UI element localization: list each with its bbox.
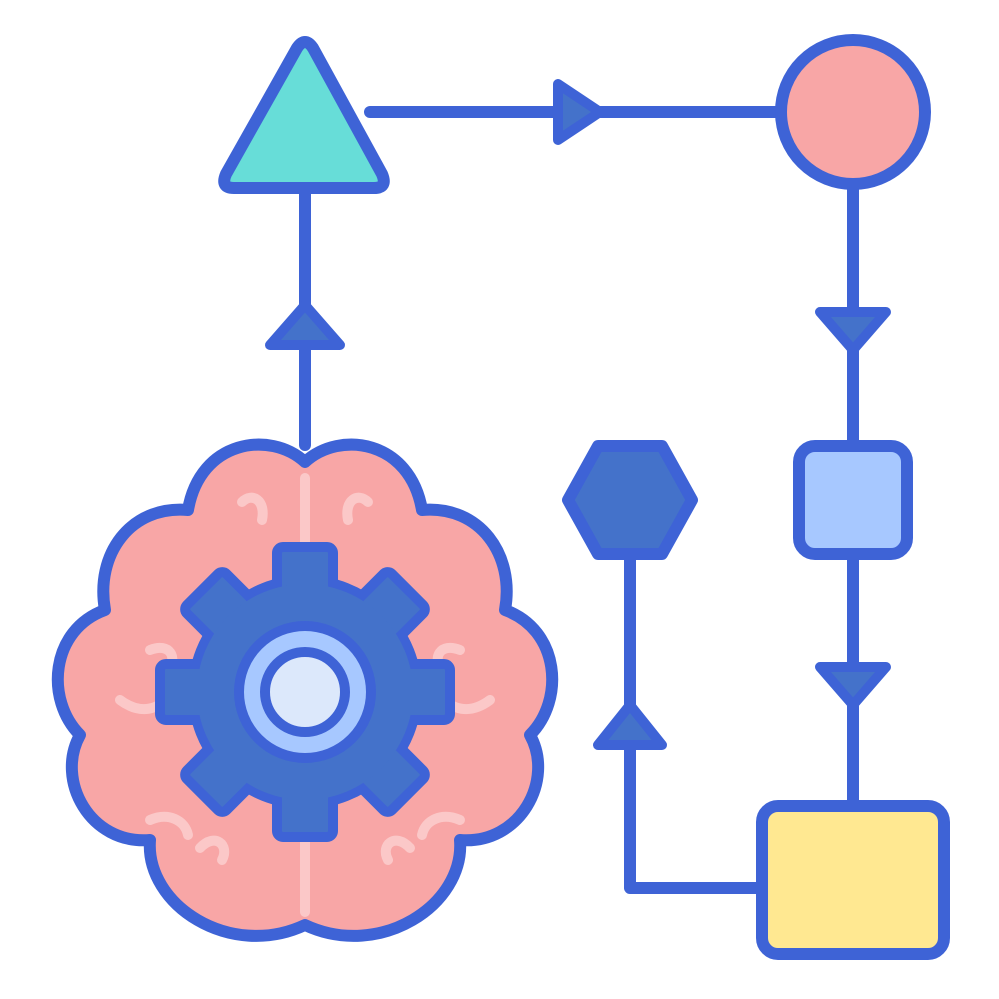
arrow-up-icon [593,700,667,750]
gear-icon [155,542,455,842]
rectangle-shape [756,800,950,960]
hexagon-shape [562,440,698,560]
triangle-shape [218,36,390,194]
connector-rectangle-to-hexagon [624,549,768,894]
arrow-right-icon [553,79,605,145]
gear-center [260,647,350,737]
arrow-down-icon [815,307,891,355]
square-shape [793,440,913,560]
circle-shape [775,34,931,190]
arrow-down-icon [815,662,891,710]
arrow-up-icon [265,300,345,350]
